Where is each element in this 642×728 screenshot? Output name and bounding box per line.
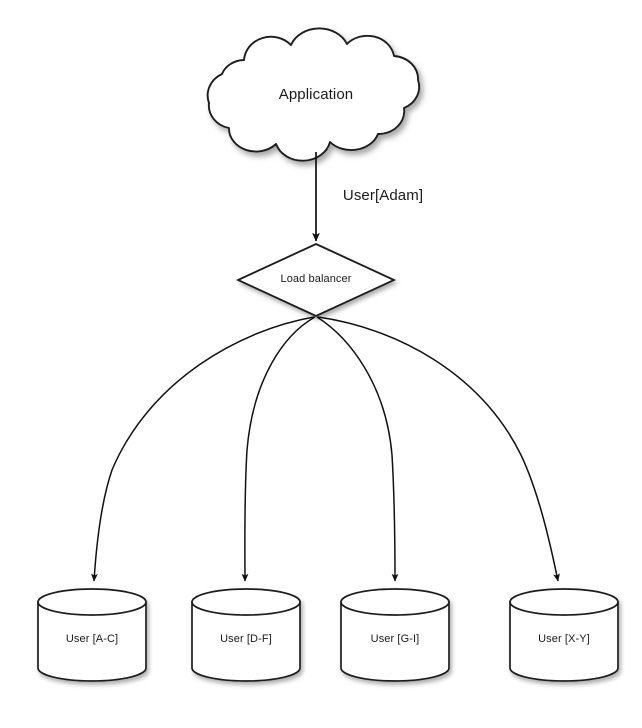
diamond-shape [235,243,397,317]
edge-balancer-to-shard-2 [241,316,316,582]
cylinder-node-shard-1[interactable] [37,588,147,682]
cylinder-top-4 [509,588,619,616]
cylinder-body-3 [340,601,450,682]
cylinder-node-shard-3[interactable] [340,588,450,682]
cylinder-body-1 [37,601,147,682]
cylinder-top-2 [191,588,301,616]
cylinder-node-shard-4[interactable] [509,588,619,682]
diamond-node-load-balancer[interactable] [235,243,397,317]
cloud-shape [206,27,421,162]
cylinder-body-2 [191,601,301,682]
edge-group-balancer-to-shards [91,316,560,582]
edge-balancer-to-shard-3 [316,316,399,582]
edge-balancer-to-shard-4 [317,316,560,582]
edge-balancer-to-shard-1 [91,316,315,582]
cylinder-body-4 [509,601,619,682]
cylinder-node-shard-2[interactable] [191,588,301,682]
cylinder-top-3 [340,588,450,616]
cloud-node-application[interactable] [206,27,421,162]
cylinder-top-1 [37,588,147,616]
